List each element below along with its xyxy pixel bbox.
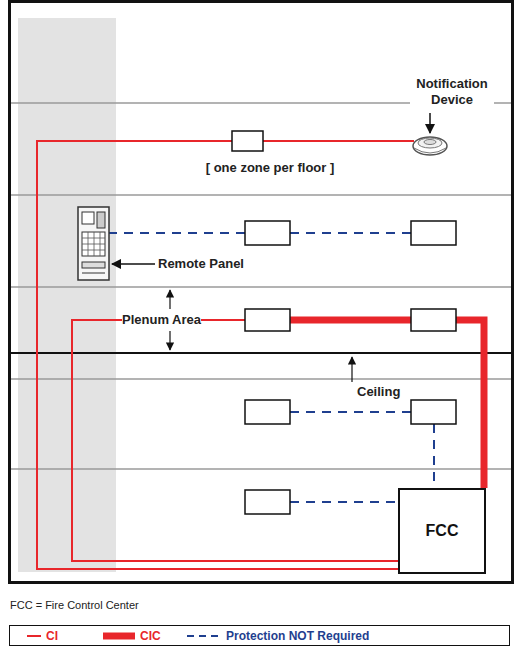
device-label: Notification Device: [410, 76, 494, 108]
legend-label: CIC: [140, 628, 161, 644]
panel-label: Remote Panel: [158, 256, 244, 272]
dimension-arrow: [169, 290, 170, 309]
building-frame: [10, 2, 513, 583]
ceiling-line: [10, 352, 512, 354]
plenum-label: Plenum Area: [122, 312, 201, 328]
abbreviation-note: FCC = Fire Control Center: [10, 597, 139, 613]
leader-arrow: [429, 113, 431, 133]
legend-sample: [102, 628, 136, 644]
cic-cable: [290, 320, 484, 488]
legend-label: CI: [46, 628, 58, 644]
zone-note: [ one zone per floor ]: [180, 160, 360, 176]
legend-sample: [186, 628, 222, 644]
legend-box: CI CIC Protection NOT Required: [9, 625, 510, 646]
leader-arrow: [112, 263, 155, 265]
remote-panel-icon: [78, 207, 109, 280]
box-label: FCC: [426, 522, 459, 540]
floor-lines: [10, 103, 512, 469]
shaft-band: [18, 18, 116, 572]
control-center-box: FCC: [398, 488, 486, 574]
dimension-arrow: [169, 331, 170, 350]
junction-boxes: [232, 131, 456, 514]
legend-sample: [26, 628, 42, 644]
notification-device-icon: [413, 137, 447, 155]
leader-arrow: [351, 357, 352, 382]
legend-label: Protection NOT Required: [226, 628, 369, 644]
ceiling-label: Ceiling: [357, 384, 400, 400]
ci-cable: [37, 141, 414, 569]
unprotected-wiring: [108, 233, 434, 502]
